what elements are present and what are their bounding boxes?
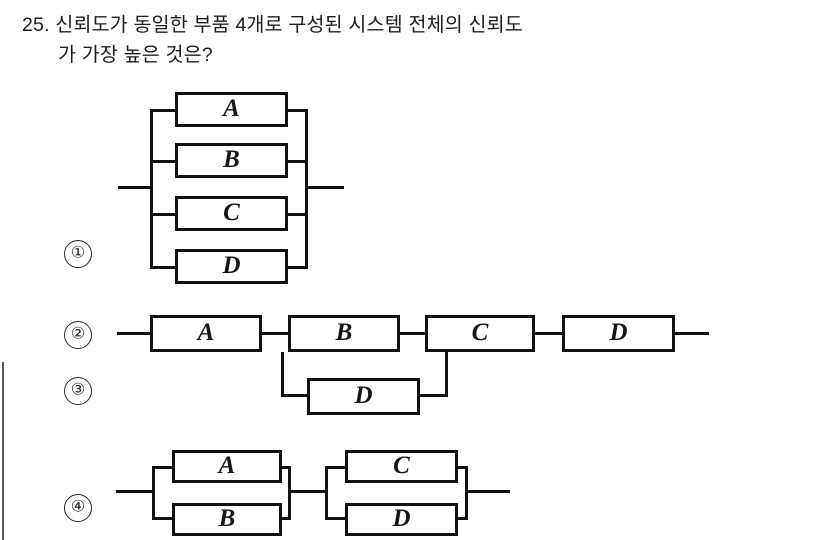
option2-block-a[interactable]: A [150, 315, 262, 352]
option-number-1-label: ① [70, 244, 86, 262]
option2-link-a-b [260, 332, 290, 335]
option2-input-lead [117, 332, 152, 335]
option1-branch-stub-left-b [150, 160, 178, 163]
option4-pair1-stub-right-b [279, 517, 291, 520]
option4-block-d[interactable]: D [345, 503, 458, 536]
option2-block-d-label: D [609, 319, 628, 346]
diagram-option-2-all-series[interactable]: A B C D [0, 0, 760, 352]
option-number-4[interactable]: ④ [64, 494, 92, 522]
option2-output-lead [673, 332, 709, 335]
question-text-line-2: 가 가장 높은 것은? [58, 44, 213, 66]
option1-branch-stub-right-c [285, 213, 308, 216]
option3-block-d-label: D [354, 382, 373, 409]
option1-branch-stub-right-d [285, 266, 308, 269]
option-number-2-label: ② [70, 325, 86, 343]
option1-branch-stub-right-b [285, 160, 308, 163]
option1-block-b[interactable]: B [175, 143, 288, 178]
option4-block-b[interactable]: B [172, 503, 282, 536]
option2-link-c-d [533, 332, 564, 335]
option-number-3[interactable]: ③ [64, 377, 92, 405]
option3-branch-right-riser [445, 352, 448, 397]
option4-pair2-stub-right-d [455, 517, 468, 520]
option2-block-b-label: B [335, 319, 353, 346]
option4-block-d-label: D [392, 505, 411, 532]
question-text-line-1: 25. 신뢰도가 동일한 부품 4개로 구성된 시스템 전체의 신뢰도 [22, 14, 523, 36]
option4-input-lead [116, 490, 154, 493]
option-number-3-label: ③ [70, 381, 86, 399]
option2-block-d[interactable]: D [562, 315, 675, 352]
option4-pair1-right-bus [288, 466, 291, 520]
option2-block-c[interactable]: C [425, 315, 535, 352]
option2-block-c-label: C [471, 319, 489, 346]
option2-block-b[interactable]: B [288, 315, 400, 352]
option4-pair1-stub-left-a [152, 466, 175, 469]
option4-pair2-right-bus [465, 466, 468, 520]
option1-block-a-label: A [223, 95, 240, 122]
option4-block-c[interactable]: C [345, 450, 458, 483]
option4-middle-link [288, 490, 328, 493]
option4-pair2-left-bus [325, 466, 328, 520]
option1-branch-stub-left-c [150, 213, 178, 216]
option1-branch-stub-right-a [285, 109, 308, 112]
option2-block-a-label: A [197, 319, 215, 346]
option-number-1[interactable]: ① [64, 240, 92, 268]
option4-pair2-stub-left-d [325, 517, 348, 520]
option1-block-b-label: B [223, 146, 240, 173]
option1-block-d-label: D [222, 252, 241, 279]
option1-block-c[interactable]: C [175, 196, 288, 231]
option4-block-c-label: C [393, 452, 410, 479]
option-number-4-label: ④ [70, 498, 86, 516]
option1-block-c-label: C [223, 199, 240, 226]
option4-block-a[interactable]: A [172, 450, 282, 483]
diagram-option-4-two-parallel-pairs-in-series[interactable]: A B C D [0, 0, 560, 536]
option1-branch-stub-left-d [150, 266, 178, 269]
option4-output-lead [465, 490, 510, 493]
option1-branch-stub-left-a [150, 109, 178, 112]
option4-pair2-stub-right-c [455, 466, 468, 469]
option1-block-a[interactable]: A [175, 92, 288, 127]
option1-left-bus [150, 109, 153, 268]
option3-block-d[interactable]: D [307, 378, 420, 415]
option4-pair1-stub-left-b [152, 517, 175, 520]
option3-branch-left-riser [281, 352, 284, 397]
option-number-2[interactable]: ② [64, 321, 92, 349]
option4-block-a-label: A [218, 452, 236, 479]
option1-output-lead [308, 186, 344, 189]
question-block: 25. 신뢰도가 동일한 부품 4개로 구성된 시스템 전체의 신뢰도 가 가장… [22, 10, 812, 70]
option4-block-b-label: B [218, 505, 236, 532]
option1-right-bus [305, 109, 308, 268]
diagram-option-1-all-parallel[interactable]: A B C D [0, 0, 400, 300]
option4-pair1-left-bus [152, 466, 155, 520]
option4-pair1-stub-right-a [279, 466, 291, 469]
diagram-option-3-series-with-parallel-branch[interactable]: D [0, 0, 520, 415]
option3-branch-right-stub [418, 394, 448, 397]
option1-block-d[interactable]: D [175, 249, 288, 284]
page-margin-rule [2, 362, 4, 540]
option1-input-lead [118, 186, 152, 189]
option3-branch-left-stub [281, 394, 310, 397]
option2-link-b-c [398, 332, 427, 335]
option4-pair2-stub-left-c [325, 466, 348, 469]
